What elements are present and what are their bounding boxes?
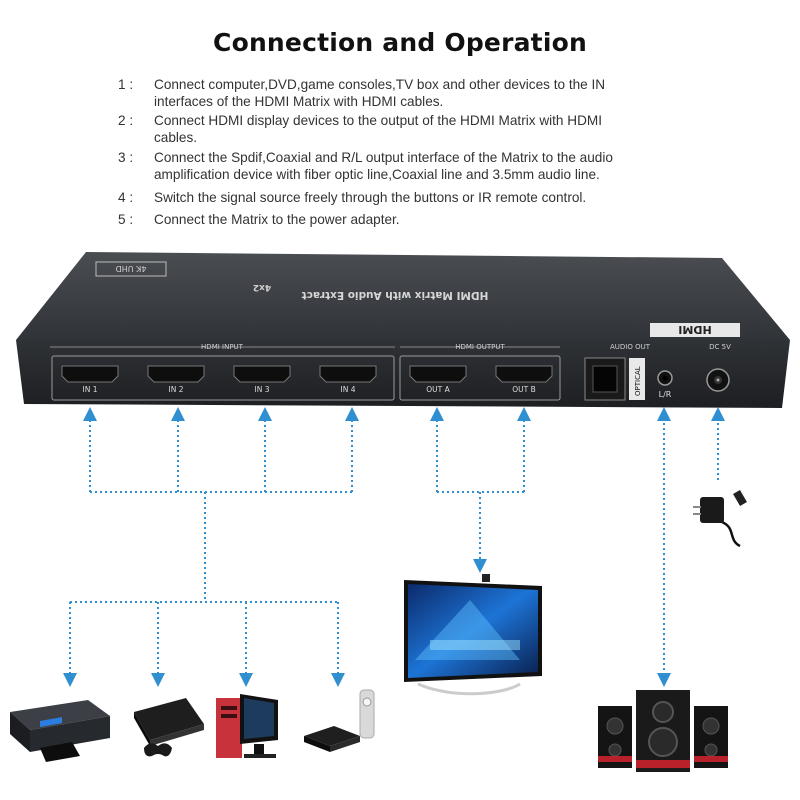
output-group-label: HDMI OUTPUT [455,343,505,351]
step-text: Switch the signal source freely through … [154,190,587,205]
step-text: Connect computer,DVD,game consoles,TV bo… [154,77,606,92]
step-5: 5 : Connect the Matrix to the power adapt… [118,211,718,228]
lr-audio-jack[interactable] [657,370,673,386]
power-group-label: DC 5V [709,343,731,351]
lr-label: L/R [659,390,672,399]
device-top-subtitle: 4x2 [253,282,271,292]
tv-display-icon [404,574,542,696]
step-text-continued: cables. [154,130,198,145]
port-label: OUT A [426,385,450,394]
device-top-panel [16,252,790,340]
step-number: 5 : [118,212,134,227]
game-console-icon [134,698,204,757]
optical-port[interactable] [584,357,626,401]
port-label: OUT B [512,385,536,394]
step-text-continued: amplification device with fiber optic li… [154,167,600,182]
hdmi-out-a-port[interactable]: OUT A [409,365,467,394]
blu-ray-player-icon [10,700,110,762]
step-1: 1 : Connect computer,DVD,game consoles,TV… [118,76,718,110]
hdmi-in-2-port[interactable]: IN 2 [147,365,205,394]
page-title: Connection and Operation [213,28,587,57]
optical-label: OPTICAL [634,366,642,396]
device-front-panel [16,340,790,408]
hdmi-matrix-device: 4K UHD HDMI Matrix with Audio Extract 4x… [16,252,790,408]
output-ports-frame [399,355,561,401]
speaker-system-icon [598,690,728,772]
hdmi-in-3-port[interactable]: IN 3 [233,365,291,394]
input-group-label: HDMI INPUT [201,343,244,351]
step-2: 2 : Connect HDMI display devices to the o… [118,112,718,146]
input-ports-frame [51,355,395,401]
port-label: IN 2 [169,385,184,394]
step-text: Connect HDMI display devices to the outp… [154,113,603,128]
device-badge-box [95,261,167,277]
device-logo-text: HDMI [678,323,711,336]
step-number: 4 : [118,190,134,205]
hdmi-out-b-port[interactable]: OUT B [495,365,553,394]
hdmi-in-1-port[interactable]: IN 1 [61,365,119,394]
step-4: 4 : Switch the signal source freely throu… [118,189,718,206]
step-text: Connect the Spdif,Coaxial and R/L output… [154,150,613,165]
device-top-title: HDMI Matrix with Audio Extract [302,289,489,301]
step-3: 3 : Connect the Spdif,Coaxial and R/L out… [118,149,718,183]
port-label: IN 4 [341,385,356,394]
step-text: Connect the Matrix to the power adapter. [154,212,400,227]
tv-box-icon [304,689,375,752]
step-number: 3 : [118,150,134,165]
port-label: IN 1 [83,385,98,394]
step-number: 1 : [118,77,134,92]
step-number: 2 : [118,113,134,128]
connection-lines [63,407,725,687]
computer-icon [216,694,278,758]
device-badge: 4K UHD [116,264,147,273]
device-hdmi-logo [650,323,740,337]
power-adapter-icon [693,489,747,548]
step-text-continued: interfaces of the HDMI Matrix with HDMI … [154,94,444,109]
dc-power-jack[interactable] [706,368,730,392]
hdmi-in-4-port[interactable]: IN 4 [319,365,377,394]
audio-group-label: AUDIO OUT [610,343,651,351]
port-label: IN 3 [255,385,270,394]
optical-label-box [629,358,645,400]
